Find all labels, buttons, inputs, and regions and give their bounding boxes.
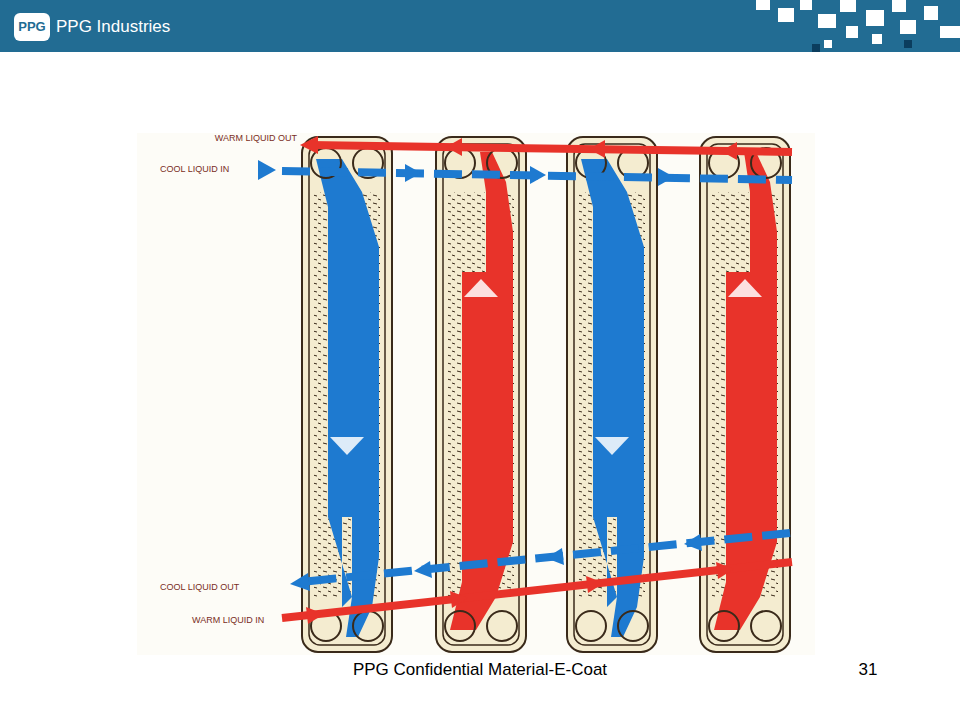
- illustration-ground: [137, 133, 815, 655]
- flow-label: WARM LIQUID IN: [192, 616, 264, 626]
- page-number: 31: [859, 661, 878, 680]
- footer-note: PPG Confidential Material-E-Coat: [353, 661, 607, 680]
- header-squares: [756, 0, 960, 52]
- flow-label: COOL LIQUID IN: [160, 165, 229, 175]
- flow-label: COOL LIQUID OUT: [160, 583, 239, 593]
- logo-text: PPG: [18, 20, 45, 34]
- warm-in-line: [282, 562, 792, 624]
- cool-in-line: [258, 160, 792, 186]
- flow-label: WARM LIQUID OUT: [215, 134, 297, 144]
- cool-out-line: [290, 533, 790, 591]
- company-name: PPG Industries: [56, 18, 170, 37]
- warm-plate: [436, 137, 526, 652]
- header-bar: [0, 0, 960, 52]
- warm-out-line: [300, 136, 792, 160]
- logo-box: [14, 13, 50, 41]
- warm-plate: [700, 137, 790, 652]
